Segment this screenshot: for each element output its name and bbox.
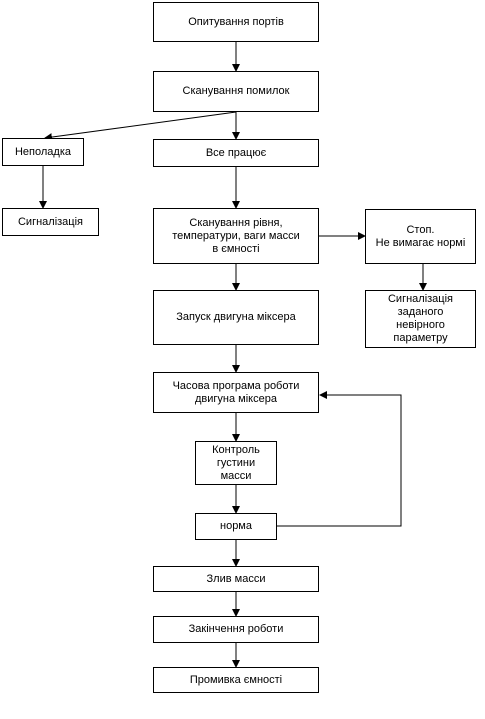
error-scan-node: Сканування помилок	[153, 71, 319, 112]
wrong-param-alarm-node: Сигналізація заданого невірного параметр…	[365, 290, 476, 348]
fault-node: Неполадка	[2, 138, 84, 166]
loop-norm-to-timer	[277, 391, 402, 527]
finish-node: Закінчення роботи	[153, 616, 319, 643]
drain-node: Злив масси	[153, 566, 319, 592]
norm-node: норма	[195, 513, 277, 540]
stop-node: Стоп. Не вимагає нормі	[365, 209, 476, 264]
alarm-node: Сигналізація	[2, 208, 99, 236]
mixer-start-node: Запуск двигуна міксера	[153, 290, 319, 345]
all-ok-node: Все працює	[153, 139, 319, 167]
level-scan-node: Сканування рівня, температури, ваги масс…	[153, 208, 319, 264]
mixer-timer-node: Часова програма роботи двигуна міксера	[153, 372, 319, 413]
port-polling-node: Опитування портів	[153, 2, 319, 42]
density-control-node: Контроль густини масси	[195, 441, 277, 485]
arrow-scan-to-fault	[44, 111, 237, 142]
tank-wash-node: Промивка ємності	[153, 667, 319, 693]
